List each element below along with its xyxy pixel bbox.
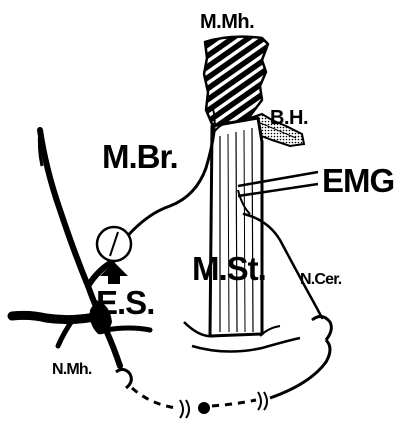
label-m-st: M.St. xyxy=(192,250,266,287)
stimulator-e-s xyxy=(97,227,131,284)
label-m-mh: M.Mh. xyxy=(200,11,254,33)
lower-muscle-m-st xyxy=(210,118,262,336)
label-e-s: E.S. xyxy=(96,284,154,321)
label-n-cer: N.Cer. xyxy=(300,271,342,288)
label-n-mh: N.Mh. xyxy=(52,361,92,378)
interneuron-soma xyxy=(198,402,210,414)
label-b-h: B.H. xyxy=(270,107,308,129)
label-emg: EMG xyxy=(322,162,394,199)
label-m-br: M.Br. xyxy=(102,138,178,175)
